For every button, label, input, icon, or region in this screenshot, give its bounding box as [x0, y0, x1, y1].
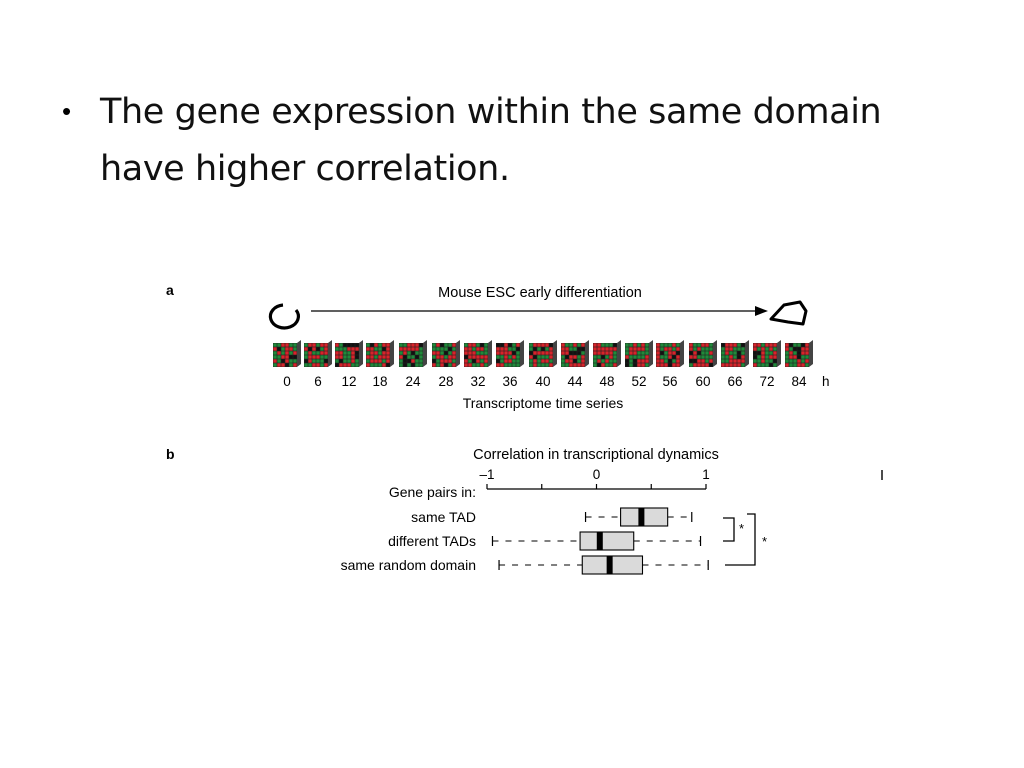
time-label-40: 40 [535, 374, 550, 389]
microarray-32 [464, 340, 492, 367]
bullet-line-2: have higher correlation. [100, 149, 510, 189]
time-label-72: 72 [759, 374, 774, 389]
bullet-line-1: The gene expression within the same doma… [100, 92, 882, 132]
microarray-52 [625, 340, 653, 367]
time-label-48: 48 [599, 374, 614, 389]
differentiated-cell-icon [769, 300, 808, 326]
time-label-56: 56 [662, 374, 677, 389]
panel-b-label: b [166, 446, 175, 462]
sig-star-inner: * [739, 521, 744, 536]
microarray-row [273, 340, 813, 367]
iqr-box [579, 531, 635, 551]
time-label-6: 6 [314, 374, 322, 389]
microarray-24 [399, 340, 427, 367]
microarray-48 [593, 340, 621, 367]
stem-cell-icon [268, 303, 300, 330]
bullet-text: The gene expression within the same doma… [100, 84, 962, 198]
median-bar [606, 556, 613, 574]
microarray-84 [785, 340, 813, 367]
chart-title: Correlation in transcriptional dynamics [473, 447, 719, 463]
microarray-12 [335, 340, 363, 367]
median-bar [638, 508, 645, 526]
microarray-0 [273, 340, 301, 367]
microarray-44 [561, 340, 589, 367]
box-row-0: same TAD [411, 507, 693, 527]
time-label-60: 60 [695, 374, 710, 389]
arrow-head-icon [755, 306, 768, 316]
time-label-0: 0 [283, 374, 291, 389]
microarray-66 [721, 340, 749, 367]
box-row-1: different TADs [388, 531, 702, 551]
bullet-dot-icon: • [62, 96, 72, 126]
microarray-6 [304, 340, 332, 367]
panel-a-xlabel: Transcriptome time series [463, 395, 624, 411]
panel-a-title: Mouse ESC early differentiation [438, 285, 642, 301]
box-row-2: same random domain [341, 555, 709, 575]
microarray-56 [656, 340, 684, 367]
microarray-40 [529, 340, 557, 367]
bracket-inner [723, 517, 735, 542]
microarray-18 [366, 340, 394, 367]
microarray-60 [689, 340, 717, 367]
microarray-28 [432, 340, 460, 367]
x-tick-label: 0 [593, 467, 601, 482]
time-label-12: 12 [341, 374, 356, 389]
median-bar [596, 532, 603, 550]
time-labels: 0 6 12 18 24 28 32 36 40 44 48 52 56 60 66 72 84 [283, 374, 807, 389]
row-label: different TADs [388, 533, 476, 549]
box-plots: same TAD different TADs same random domain [341, 507, 709, 575]
time-label-18: 18 [372, 374, 387, 389]
time-label-84: 84 [791, 374, 807, 389]
time-label-32: 32 [470, 374, 485, 389]
x-tick-label: 1 [702, 467, 710, 482]
time-label-44: 44 [567, 374, 583, 389]
microarray-72 [753, 340, 781, 367]
time-label-28: 28 [438, 374, 453, 389]
time-unit: h [822, 374, 830, 389]
microarray-36 [496, 340, 524, 367]
bullet-point: • The gene expression within the same do… [62, 84, 962, 198]
x-tick-label: –1 [479, 467, 494, 482]
bracket-outer [725, 513, 756, 566]
time-label-36: 36 [502, 374, 517, 389]
row-label: same random domain [341, 557, 476, 573]
panel-a-label: a [166, 282, 174, 298]
time-label-66: 66 [727, 374, 742, 389]
x-axis: –1 0 1 [479, 467, 710, 490]
row-label: same TAD [411, 509, 476, 525]
time-label-24: 24 [405, 374, 421, 389]
sig-star-outer: * [762, 534, 767, 549]
row-header: Gene pairs in: [389, 484, 476, 500]
time-label-52: 52 [631, 374, 646, 389]
